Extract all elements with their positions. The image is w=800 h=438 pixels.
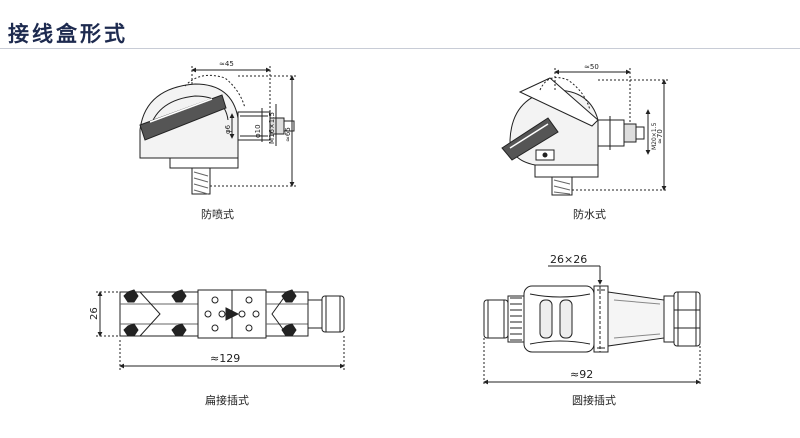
flat-dim-height: 26 bbox=[89, 307, 100, 320]
spray-dim-width: ≈45 bbox=[219, 60, 234, 68]
round-dim-length: ≈92 bbox=[570, 368, 593, 381]
spray-dim-m16: M16×1.5 bbox=[268, 112, 276, 144]
waterproof-drawing bbox=[501, 68, 668, 196]
spray-dim-d10: φ10 bbox=[254, 124, 262, 138]
flat-dim-length: ≈129 bbox=[210, 352, 240, 365]
title-divider bbox=[0, 48, 800, 49]
spray-proof-drawing bbox=[139, 66, 296, 195]
page-title: 接线盒形式 bbox=[8, 22, 128, 46]
caption-round-plug: 圆接插式 bbox=[572, 394, 616, 407]
water-dim-side: M20×1.5 bbox=[651, 122, 658, 150]
caption-spray-proof: 防喷式 bbox=[201, 208, 234, 221]
round-plug-drawing bbox=[483, 265, 701, 386]
caption-flat-plug: 扁接插式 bbox=[205, 394, 249, 407]
caption-waterproof: 防水式 bbox=[573, 208, 606, 221]
spray-dim-d6: φ6 bbox=[224, 124, 232, 134]
round-dim-square: 26×26 bbox=[550, 253, 587, 266]
spray-dim-height: ≈65 bbox=[284, 127, 292, 142]
flat-plug-drawing bbox=[96, 289, 345, 370]
water-dim-height: ≈70 bbox=[656, 129, 664, 144]
water-dim-width: ≈50 bbox=[584, 63, 599, 71]
